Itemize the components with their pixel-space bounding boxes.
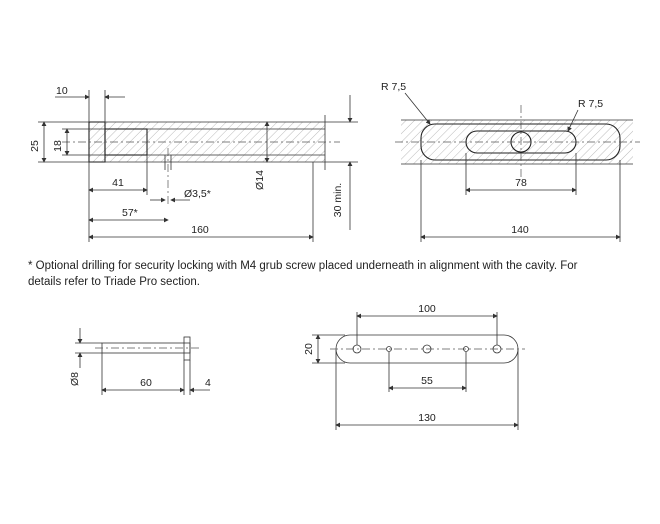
dim-slot-overall-length: 140 (511, 224, 529, 236)
dim-pin-length: 60 (140, 377, 152, 389)
dim-shaft-diameter: Ø14 (254, 170, 266, 190)
plate-hole-4 (463, 346, 469, 352)
dim-radius-right: R 7,5 (578, 98, 603, 110)
dim-hole-spacing-inner: 55 (421, 375, 433, 387)
dim-head-length: 10 (56, 85, 68, 97)
dim-pin-head: 4 (205, 377, 211, 389)
plate-hole-3 (422, 344, 432, 354)
dim-radius-left: R 7,5 (381, 81, 406, 93)
pin-head (183, 336, 191, 361)
dim-head-to-hole: 41 (112, 177, 124, 189)
dim-head-diameter: 18 (52, 140, 64, 152)
dim-plate-width: 20 (303, 343, 315, 355)
dim-plate-overall-length: 130 (418, 412, 436, 424)
dim-hole-spacing-outer: 100 (418, 303, 436, 315)
dim-pin-diameter: Ø8 (69, 372, 81, 386)
plate-hole-2 (386, 346, 392, 352)
plate-view: 100 20 55 130 (303, 303, 525, 430)
dim-hole-position: 57* (122, 207, 138, 219)
slot-view: R 7,5 R 7,5 78 140 (381, 81, 640, 242)
dim-overall-length: 160 (191, 224, 209, 236)
footnote: * Optional drilling for security locking… (28, 260, 578, 288)
dim-slot-length: 78 (515, 177, 527, 189)
pin-view: Ø8 60 4 (69, 328, 211, 395)
bolt-view: 10 25 18 41 Ø3,5* 57* Ø14 (29, 85, 358, 242)
dim-hole-diameter: Ø3,5* (184, 188, 211, 200)
dim-min-depth: 30 min. (332, 183, 344, 217)
dim-total-height: 25 (29, 140, 41, 152)
